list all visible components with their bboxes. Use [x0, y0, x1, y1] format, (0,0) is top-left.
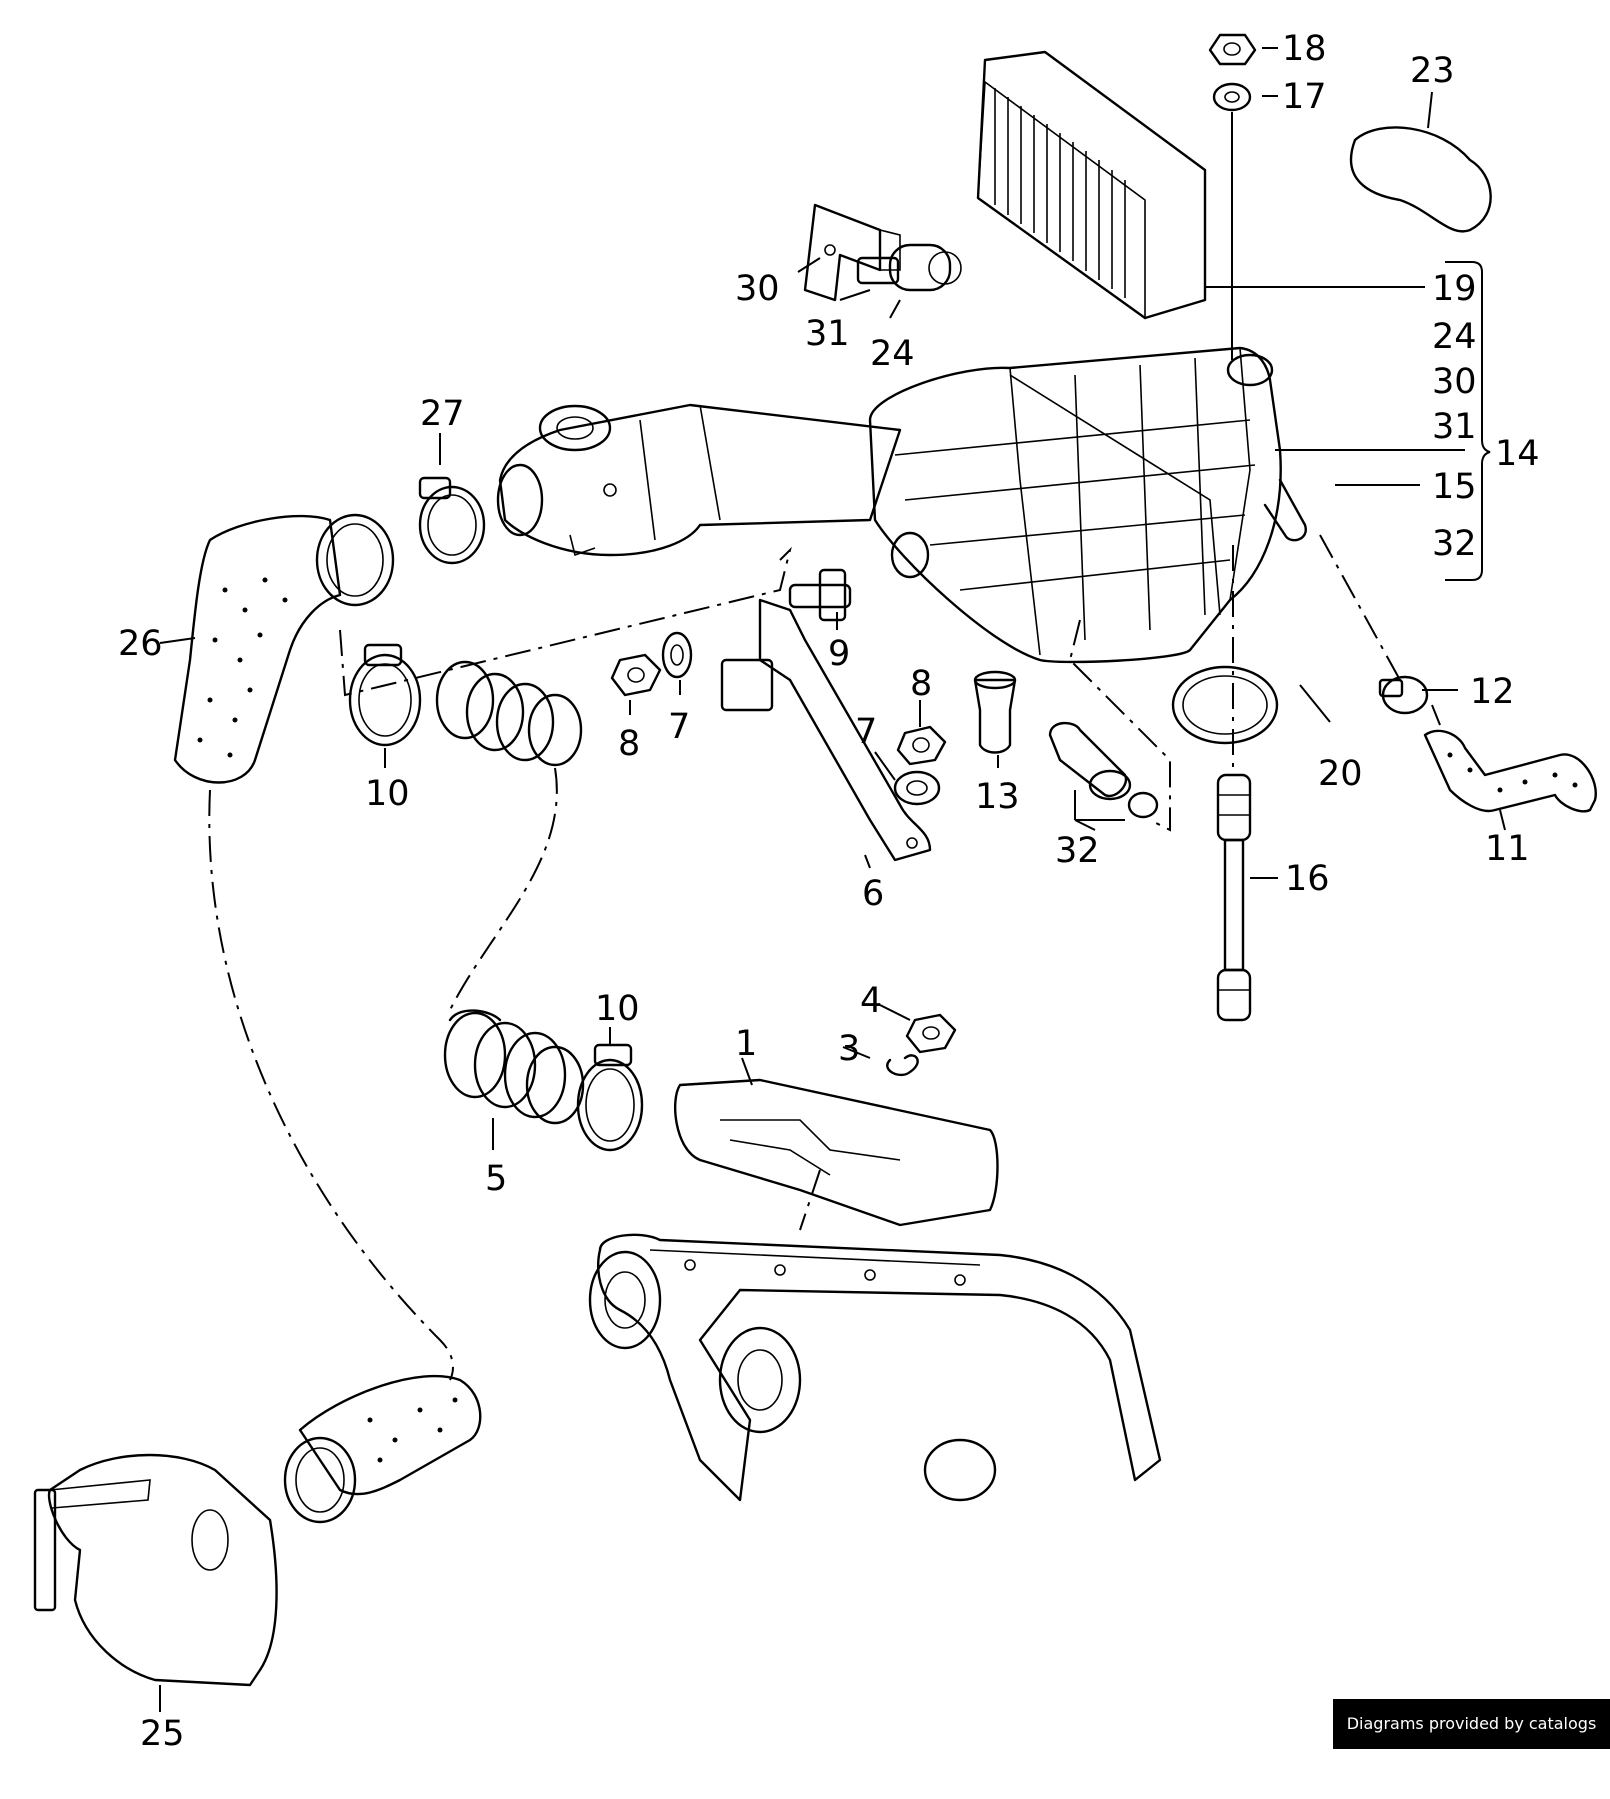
bracket-30	[803, 203, 901, 302]
label-15: 15	[1432, 467, 1477, 507]
label-6: 6	[862, 874, 884, 914]
stud-bolt-16	[1216, 773, 1252, 1022]
label-12: 12	[1470, 672, 1515, 712]
label-24-list: 24	[1432, 317, 1477, 357]
group-brace-14	[1445, 261, 1491, 581]
nut-8-left	[610, 653, 662, 697]
washer-7-left	[661, 631, 693, 679]
callout-labels: 18 17 23 19 24 30 31 14 15 32 12 20 11 1…	[118, 29, 1540, 1749]
label-4: 4	[860, 981, 882, 1021]
throttle-housing	[496, 403, 902, 557]
label-7-right: 7	[855, 712, 877, 752]
hose-clamp-27	[418, 476, 486, 565]
label-1: 1	[735, 1024, 757, 1064]
label-10-upper: 10	[365, 774, 410, 814]
washer-7-right	[893, 770, 941, 806]
seal-ring-20	[1171, 665, 1279, 745]
label-32: 32	[1055, 831, 1100, 871]
sleeve-13	[973, 670, 1017, 754]
hose-11	[1423, 729, 1597, 813]
connection-lines	[208, 534, 1441, 1381]
label-24: 24	[870, 334, 915, 374]
gasket-23	[1349, 126, 1492, 233]
hose-25-duct	[33, 1453, 278, 1687]
label-8-right: 8	[910, 664, 932, 704]
air-intake-housing	[868, 346, 1307, 664]
label-31: 31	[805, 314, 850, 354]
clip-3	[886, 1054, 919, 1077]
label-32-list: 32	[1432, 524, 1477, 564]
bracket-6	[720, 598, 932, 862]
label-13: 13	[975, 777, 1020, 817]
hose-clamp-10-upper	[348, 643, 422, 747]
hose-25-tube	[283, 1374, 482, 1524]
hose-clamp-12	[1378, 675, 1429, 715]
label-7-left: 7	[668, 707, 690, 747]
label-11: 11	[1485, 829, 1530, 869]
leader-lines	[159, 47, 1506, 1712]
fitting-9	[788, 531, 930, 622]
label-16: 16	[1285, 859, 1330, 899]
label-17: 17	[1282, 77, 1327, 117]
label-25: 25	[140, 1714, 185, 1749]
label-31-list: 31	[1432, 407, 1477, 447]
sensor-32	[1048, 721, 1159, 819]
bellows-hose-upper	[435, 660, 583, 767]
exhaust-manifold	[588, 1233, 1162, 1502]
label-30-list: 30	[1432, 362, 1477, 402]
label-8-left: 8	[618, 724, 640, 764]
label-20: 20	[1318, 754, 1363, 794]
label-5: 5	[485, 1159, 507, 1199]
label-14: 14	[1495, 434, 1540, 474]
label-26: 26	[118, 624, 163, 664]
nut-8-right	[896, 725, 947, 766]
label-30: 30	[735, 269, 780, 309]
label-9: 9	[828, 634, 850, 674]
label-10-lower: 10	[595, 989, 640, 1029]
label-23: 23	[1410, 51, 1455, 91]
air-filter-element	[976, 50, 1207, 320]
bellows-hose-lower	[443, 1009, 585, 1125]
nut-4	[905, 1013, 957, 1054]
label-27: 27	[420, 394, 465, 434]
resistor-24	[888, 243, 962, 292]
heat-shield-1	[673, 1078, 999, 1227]
washer-17	[1212, 82, 1252, 112]
label-3: 3	[838, 1029, 860, 1069]
nut-18	[1208, 33, 1257, 66]
hose-clamp-10-lower	[576, 1043, 644, 1152]
exploded-parts-diagram: 18 17 23 19 24 30 31 14 15 32 12 20 11 1…	[33, 29, 1597, 1749]
attribution-footer: Diagrams provided by catalogs parts	[1333, 1699, 1610, 1783]
sensor-31	[856, 256, 900, 285]
label-19: 19	[1432, 269, 1477, 309]
label-18: 18	[1282, 29, 1327, 69]
air-hose-26	[173, 513, 395, 784]
